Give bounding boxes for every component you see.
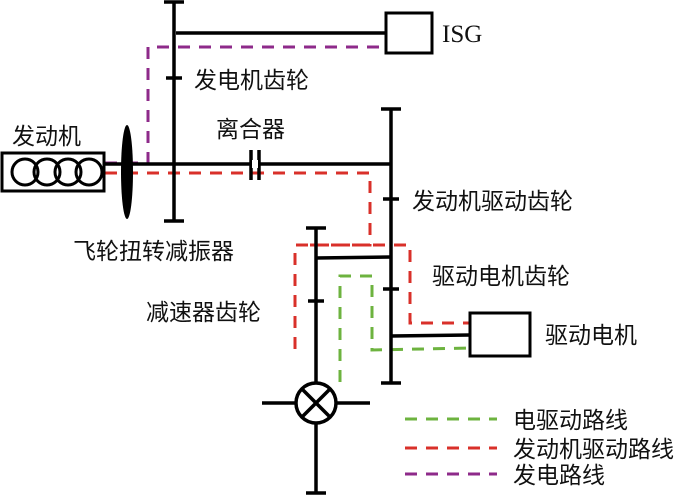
drive-motor-shaft [390,333,471,338]
legend-label-engine: 发动机驱动路线 [513,437,674,463]
isg-label: ISG [442,21,482,48]
clutch-gap [252,160,258,168]
generator-gear-label: 发电机齿轮 [194,68,309,94]
engine-cylinders-icon [10,157,104,187]
electric-drive-route-path [338,274,471,382]
motor-gear-label: 驱动电机齿轮 [432,264,570,290]
engine-drive-gear-label: 发动机驱动齿轮 [412,189,573,215]
reducer-gear-label: 减速器齿轮 [146,300,261,326]
legend-label-electric: 电驱动路线 [513,408,628,434]
flywheel-damper-icon [121,125,133,219]
engine-drive-route-path [105,171,372,358]
drive-motor-label: 驱动电机 [545,323,637,349]
engine-label: 发动机 [12,124,81,150]
isg-box [384,11,434,55]
reducer-link-shaft [315,255,392,260]
differential-cross-b [300,387,332,419]
engine-drive-route-path-2 [310,243,470,325]
drive-motor-box [468,311,532,358]
clutch-label: 离合器 [216,117,285,143]
legend: 电驱动路线 发动机驱动路线 发电路线 [405,408,674,489]
legend-label-generation: 发电路线 [513,463,605,489]
generation-route-path [105,45,388,165]
flywheel-damper-label: 飞轮扭转减振器 [73,239,234,265]
